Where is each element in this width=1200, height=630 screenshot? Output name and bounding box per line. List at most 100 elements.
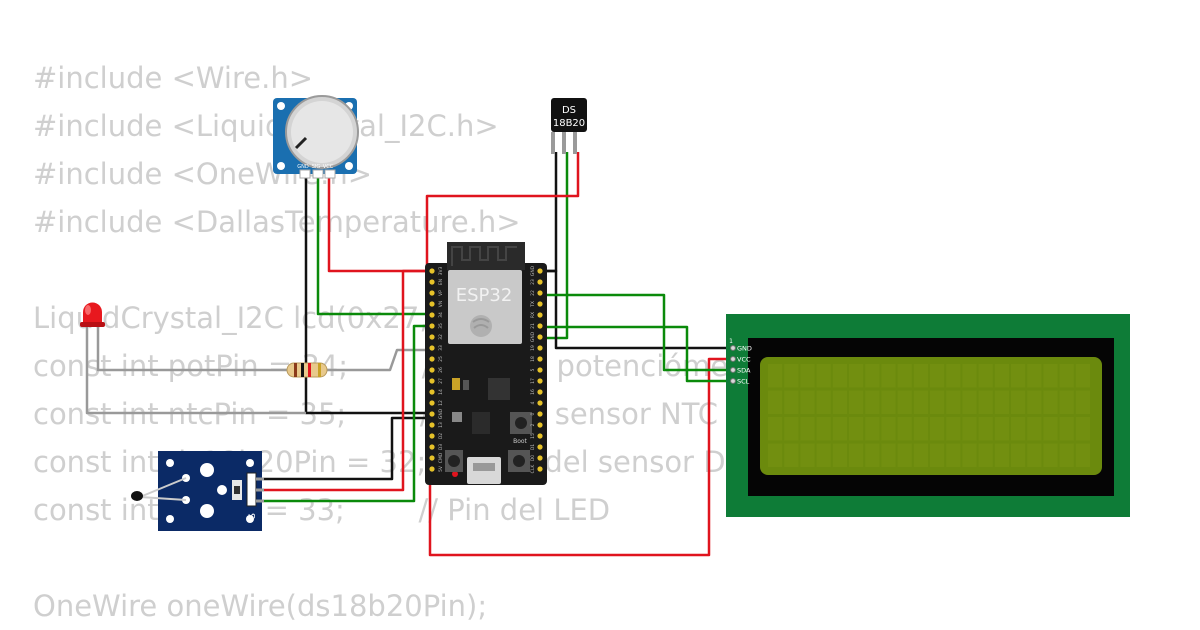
esp32-pin[interactable] xyxy=(429,400,435,406)
esp32-pin[interactable] xyxy=(537,400,543,406)
esp32-pin[interactable] xyxy=(537,345,543,351)
esp32-pin[interactable] xyxy=(429,444,435,450)
esp32-pin[interactable] xyxy=(537,301,543,307)
lcd-cell xyxy=(849,390,864,414)
esp32-pin[interactable] xyxy=(429,356,435,362)
led-indicator-red xyxy=(452,471,458,477)
esp32-pin-label: D0 xyxy=(530,455,536,461)
lcd-pin[interactable] xyxy=(730,367,736,373)
wire-ntc-gnd[interactable] xyxy=(262,416,432,481)
lcd-cell xyxy=(832,417,847,441)
lcd-cell xyxy=(800,443,815,467)
ds18b20-sensor[interactable]: DS 18B20 xyxy=(551,98,587,154)
esp32-pin[interactable] xyxy=(537,422,543,428)
lcd-cell xyxy=(946,417,961,441)
esp32-pin[interactable] xyxy=(429,378,435,384)
esp32-pin[interactable] xyxy=(429,323,435,329)
esp32-pin[interactable] xyxy=(429,268,435,274)
esp32-pin[interactable] xyxy=(429,411,435,417)
esp32-pin[interactable] xyxy=(537,279,543,285)
lcd-cell xyxy=(865,417,880,441)
esp32-pin-label: 3V3 xyxy=(438,266,444,275)
esp32-pin[interactable] xyxy=(537,290,543,296)
esp32-pin-label: VN xyxy=(438,301,444,307)
lcd-cell xyxy=(784,364,799,388)
esp32-pin[interactable] xyxy=(537,367,543,373)
wire-pot-sig[interactable] xyxy=(316,172,432,316)
lcd-cell xyxy=(1027,390,1042,414)
esp32-pin[interactable] xyxy=(537,268,543,274)
esp32-pin[interactable] xyxy=(537,334,543,340)
esp32-pin[interactable] xyxy=(537,378,543,384)
lcd-cell xyxy=(832,390,847,414)
esp32-pin[interactable] xyxy=(429,422,435,428)
wire-lcd-scl[interactable] xyxy=(540,325,733,383)
wire-lcd-sda[interactable] xyxy=(540,293,733,372)
esp32-pin[interactable] xyxy=(537,433,543,439)
wire-ntc-vcc[interactable] xyxy=(262,269,432,492)
esp32-pin-label: CMD xyxy=(438,452,444,463)
esp32-pin[interactable] xyxy=(537,356,543,362)
esp32-pin[interactable] xyxy=(429,334,435,340)
wire-ds-gnd[interactable] xyxy=(540,152,558,273)
esp32-pin[interactable] xyxy=(429,466,435,472)
lcd-pin[interactable] xyxy=(730,378,736,384)
esp32-pin[interactable] xyxy=(429,389,435,395)
lcd-cell xyxy=(1075,364,1090,388)
esp32-pin-label: D2 xyxy=(438,433,444,439)
ntc-module[interactable]: - S xyxy=(131,451,264,531)
lcd-pin-label: SDA xyxy=(737,367,751,375)
lcd-cell xyxy=(897,390,912,414)
esp32-pin[interactable] xyxy=(429,433,435,439)
lcd-cell xyxy=(1043,364,1058,388)
esp32-board[interactable]: ESP32 Boot 3V3ENVPVN343532332526271412GN… xyxy=(425,242,547,485)
lcd-cell xyxy=(1011,364,1026,388)
wire-lcd-gnd[interactable] xyxy=(540,269,733,350)
resistor[interactable] xyxy=(282,362,332,378)
esp32-pin-label: 27 xyxy=(438,378,444,384)
wire-pot-vcc[interactable] xyxy=(327,172,432,273)
esp32-pin-label: 2 xyxy=(530,423,536,426)
esp32-pin[interactable] xyxy=(537,455,543,461)
esp32-pin-label: 5 xyxy=(530,368,536,371)
lcd-cell xyxy=(946,390,961,414)
potentiometer[interactable]: GND SIG VCC xyxy=(273,95,359,179)
wire-ntc-sig[interactable] xyxy=(262,324,432,503)
lcd-pin[interactable] xyxy=(730,345,736,351)
esp32-pin-label: 17 xyxy=(530,378,536,384)
lcd-cell xyxy=(816,390,831,414)
esp32-pin-label: 21 xyxy=(530,323,536,329)
esp32-pin[interactable] xyxy=(537,411,543,417)
lcd-cell xyxy=(962,364,977,388)
pot-pin-sig-label: SIG xyxy=(312,164,321,170)
esp32-pin[interactable] xyxy=(429,345,435,351)
esp32-pin[interactable] xyxy=(429,455,435,461)
esp32-pin[interactable] xyxy=(429,279,435,285)
esp32-pin[interactable] xyxy=(429,301,435,307)
wire-led-cathode[interactable] xyxy=(85,325,306,415)
esp32-pin[interactable] xyxy=(537,444,543,450)
esp32-pin[interactable] xyxy=(537,466,543,472)
ds18b20-label-line1: DS xyxy=(562,105,576,116)
esp32-pin[interactable] xyxy=(537,389,543,395)
esp32-pin-label: RX xyxy=(530,312,536,318)
esp32-pin[interactable] xyxy=(429,290,435,296)
lcd-pin[interactable] xyxy=(730,356,736,362)
lcd-cell xyxy=(1043,390,1058,414)
lcd-cell xyxy=(816,443,831,467)
esp32-pin[interactable] xyxy=(537,312,543,318)
esp32-left-pins: 3V3ENVPVN343532332526271412GND13D2D3CMD5… xyxy=(429,266,444,472)
lcd-cell xyxy=(913,443,928,467)
esp32-pin[interactable] xyxy=(429,367,435,373)
lcd-cell xyxy=(881,364,896,388)
esp32-pin[interactable] xyxy=(429,312,435,318)
wire-led-anode[interactable] xyxy=(96,325,432,372)
esp32-pin[interactable] xyxy=(537,323,543,329)
led[interactable] xyxy=(80,302,105,331)
esp32-pin-label: D3 xyxy=(438,444,444,450)
esp32-pin-label: VP xyxy=(438,290,444,296)
